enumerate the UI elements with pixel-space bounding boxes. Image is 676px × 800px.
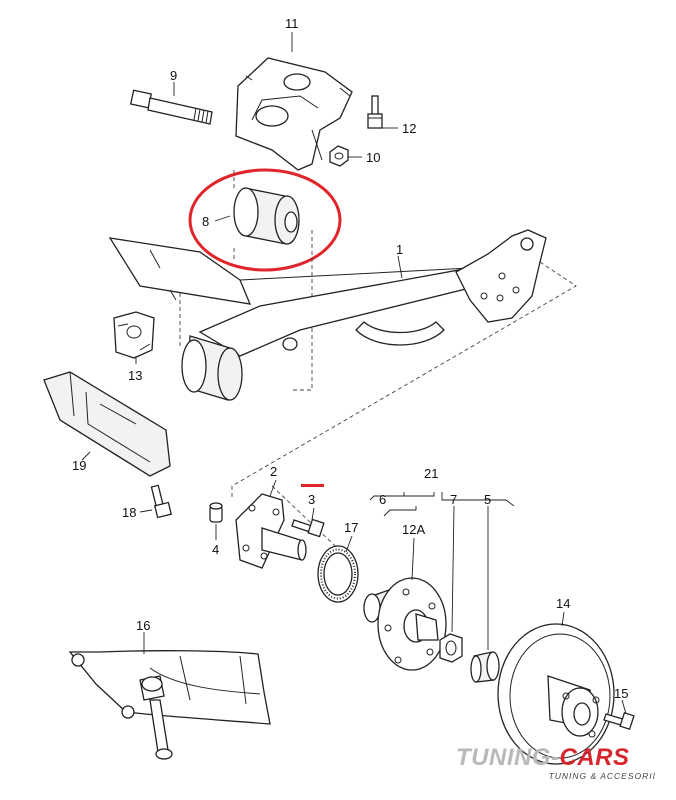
leader-lines xyxy=(81,32,627,715)
bolt-18 xyxy=(150,484,173,519)
label-21: 21 xyxy=(424,466,438,481)
mounting-bracket xyxy=(235,57,353,171)
label-15: 15 xyxy=(614,686,628,701)
watermark-title: TUNING-CARS xyxy=(456,744,630,772)
hex-nut-10 xyxy=(329,145,349,167)
label-8: 8 xyxy=(202,214,209,229)
label-1: 1 xyxy=(396,242,403,257)
label-7: 7 xyxy=(450,492,457,507)
label-9: 9 xyxy=(170,68,177,83)
dashed-guides xyxy=(179,170,577,561)
label-19: 19 xyxy=(72,458,86,473)
label-14: 14 xyxy=(556,596,570,611)
brake-disc xyxy=(497,623,615,765)
label-2: 2 xyxy=(270,464,277,479)
red-marker xyxy=(301,484,324,487)
label-13: 13 xyxy=(128,368,142,383)
label-12: 12 xyxy=(402,121,416,136)
small-bracket-13 xyxy=(113,311,155,359)
label-18: 18 xyxy=(122,505,136,520)
castle-nut-7 xyxy=(439,633,463,663)
watermark-subtitle: TUNING & ACCESORII xyxy=(548,771,656,781)
stub-axle-flange xyxy=(235,493,307,569)
watermark-logo: TUNING-CARS TUNING & ACCESORII xyxy=(456,744,662,788)
bolt-3 xyxy=(291,518,325,538)
abs-sensor-ring xyxy=(317,545,359,603)
highlight-circle xyxy=(188,168,342,272)
label-6: 6 xyxy=(379,492,386,507)
label-11: 11 xyxy=(285,16,299,31)
label-16: 16 xyxy=(136,618,150,633)
small-bolt-12 xyxy=(367,95,383,129)
stud-4 xyxy=(209,502,223,523)
watermark-title-part-a: TUNING- xyxy=(456,744,560,771)
grease-cap-5 xyxy=(470,651,500,683)
rubber-bushing xyxy=(233,187,300,245)
rear-axle-beam xyxy=(108,229,547,357)
label-10: 10 xyxy=(366,150,380,165)
bump-stop-19 xyxy=(43,371,171,477)
axle-pivot-bushing xyxy=(181,335,243,401)
bolt-15 xyxy=(603,711,635,731)
label-4: 4 xyxy=(212,542,219,557)
heat-shield xyxy=(68,650,271,760)
label-17: 17 xyxy=(344,520,358,535)
part-labels: 11 9 12 10 8 1 13 19 18 4 2 3 21 6 7 5 1… xyxy=(72,16,628,701)
watermark-title-part-b: CARS xyxy=(559,744,630,771)
label-12a: 12A xyxy=(402,522,425,537)
long-bolt xyxy=(129,89,213,125)
wheel-hub xyxy=(363,577,447,671)
label-3: 3 xyxy=(308,492,315,507)
label-5: 5 xyxy=(484,492,491,507)
